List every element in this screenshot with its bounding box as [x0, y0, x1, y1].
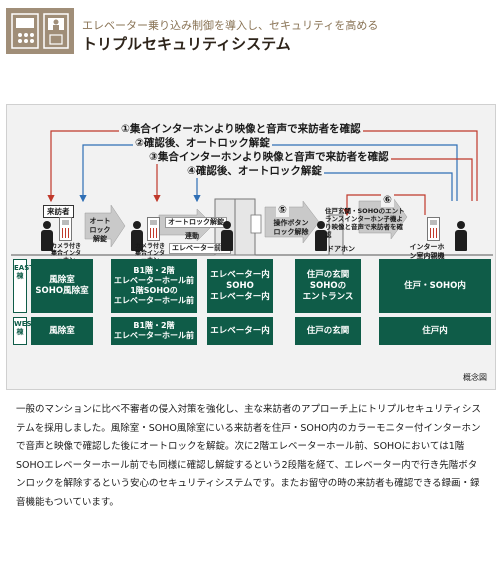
step-6-label: ⑥ [381, 193, 394, 207]
west-location-5: 住戸内 [379, 317, 491, 345]
east-location-1: 風除室 SOHO風除室 [31, 259, 93, 313]
step-4-label: ④確認後、オートロック解錠 [185, 164, 324, 178]
door-phone-label: ドアホン [327, 245, 355, 253]
east-location-2: B1階・2階 エレベーターホール前 1階SOHOの エレベーターホール前 [111, 259, 197, 313]
resident-figure [453, 221, 469, 251]
step-2-label: ②確認後、オートロック解錠 [133, 136, 272, 150]
resident-figure-elevator [219, 221, 235, 251]
step-1-label: ①集合インターホンより映像と音声で来訪者を確認 [119, 122, 363, 136]
visitor-figure [39, 221, 55, 251]
east-location-4: 住戸の玄関 SOHOの エントランス [295, 259, 361, 313]
west-building-label: WEST棟 [13, 317, 36, 345]
west-location-1: 風除室 [31, 317, 93, 345]
operation-panel-label: 操作ボタンロック解除 [273, 219, 309, 236]
security-diagram: ①集合インターホンより映像と音声で来訪者を確認 ②確認後、オートロック解錠 ③集… [6, 104, 496, 390]
visitor-figure-door [313, 221, 329, 251]
indoor-intercom-icon [427, 217, 440, 241]
west-location-3: エレベーター内 [207, 317, 273, 345]
visitor-figure-2 [129, 221, 145, 251]
intercom-logo-icon [6, 8, 74, 54]
intercom-panel-icon-2 [147, 217, 160, 241]
header-subtitle: エレベーター乗り込み制御を導入し、セキュリティを高める [82, 19, 379, 32]
page-header: エレベーター乗り込み制御を導入し、セキュリティを高める トリプルセキュリティシス… [6, 8, 496, 54]
autolock-label-2: オートロック解錠 [165, 217, 227, 228]
autolock-label-1: オートロック解錠 [89, 217, 111, 243]
header-title: トリプルセキュリティシステム [82, 35, 291, 53]
east-building-label: EAST棟 [13, 259, 34, 313]
dwelling-entrance-label: 住戸玄関・SOHOのエントランスインターホン子機より映像と音声で来訪者を確認 [325, 207, 405, 239]
indoor-intercom-label: インターホン室内親機 [409, 243, 445, 260]
concept-note: 概念図 [463, 373, 487, 382]
step-5-label: ⑤ [276, 203, 289, 217]
intercom-panel-icon [59, 217, 72, 241]
visitor-label: 来訪者 [43, 205, 74, 218]
west-location-4: 住戸の玄関 [295, 317, 361, 345]
east-location-5: 住戸・SOHO内 [379, 259, 491, 313]
description-text: 一般のマンションに比べ不審者の侵入対策を強化し、主な来訪者のアプローチ上にトリプ… [16, 404, 481, 508]
linked-label: 連動 [185, 232, 199, 240]
west-location-2: B1階・2階 エレベーターホール前 [111, 317, 197, 345]
east-location-3: エレベーター内 SOHO エレベーター内 [207, 259, 273, 313]
step-3-label: ③集合インターホンより映像と音声で来訪者を確認 [147, 150, 391, 164]
